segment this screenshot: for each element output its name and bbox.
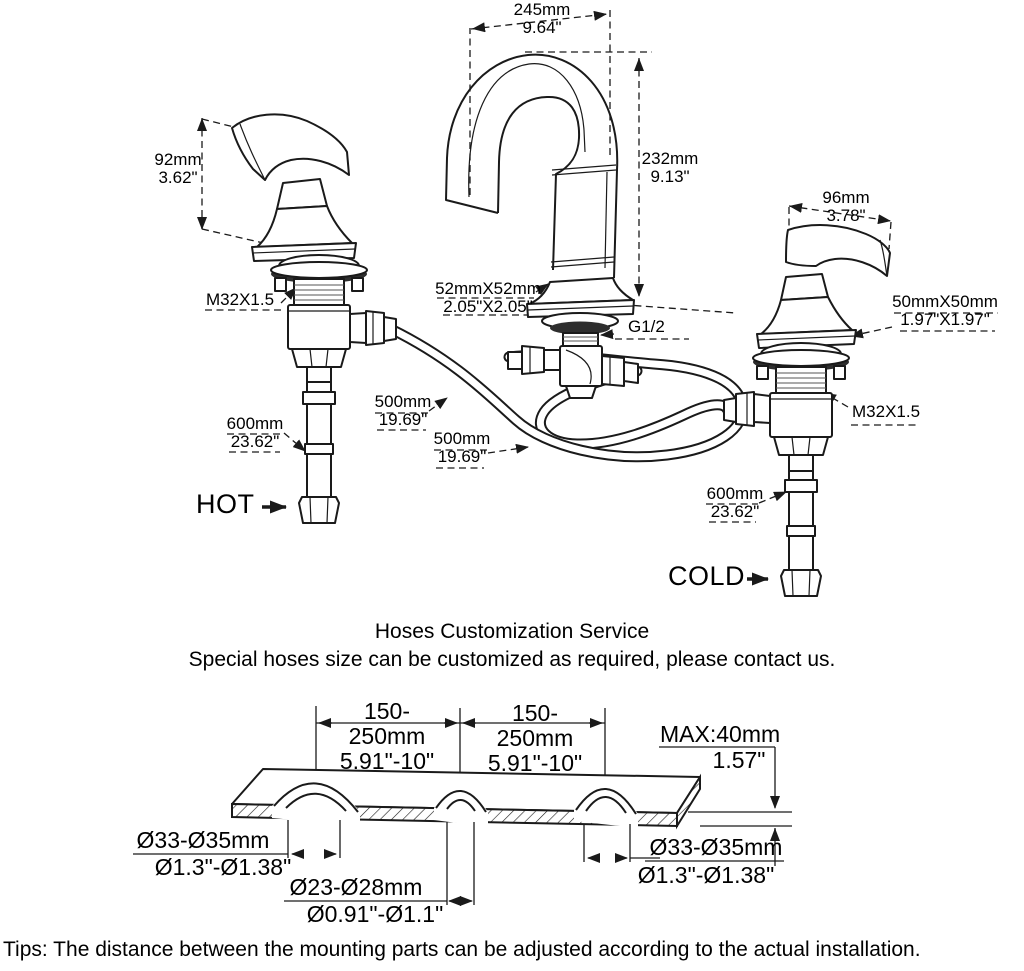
mounting-deck (133, 706, 792, 906)
valve-side-ports (349, 310, 771, 427)
label-outlet-thread: G1/2 (628, 317, 665, 336)
tips-note: Tips: The distance between the mounting … (3, 938, 921, 961)
hot-label: HOT (196, 489, 255, 519)
dim-max-thickness-mm: MAX:40mm (660, 721, 781, 747)
flow-arrows (262, 500, 769, 586)
dim-max-thickness-in: 1.57" (712, 747, 766, 773)
dimension-lines (197, 10, 998, 523)
dim-hole-left-in: Ø1.3"-Ø1.38" (154, 854, 292, 880)
label-left-shank-thread: M32X1.5 (206, 290, 275, 309)
cold-handle-assembly (752, 224, 891, 597)
dim-hole-center-in: Ø0.91"-Ø1.1" (306, 901, 444, 927)
service-note-title: Hoses Customization Service (374, 620, 650, 643)
cold-label: COLD (668, 561, 746, 591)
label-right-shank-thread: M32X1.5 (852, 402, 921, 421)
dim-hole-left-mm: Ø33-Ø35mm (136, 827, 270, 853)
spout-assembly (445, 53, 639, 399)
dim-hole-right-mm: Ø33-Ø35mm (649, 834, 783, 860)
dim-hole-center-mm: Ø23-Ø28mm (289, 874, 423, 900)
service-note-subtitle: Special hoses size can be customized as … (188, 648, 836, 671)
dim-hole-right-in: Ø1.3"-Ø1.38" (637, 862, 775, 888)
hot-handle-assembly (231, 113, 368, 524)
